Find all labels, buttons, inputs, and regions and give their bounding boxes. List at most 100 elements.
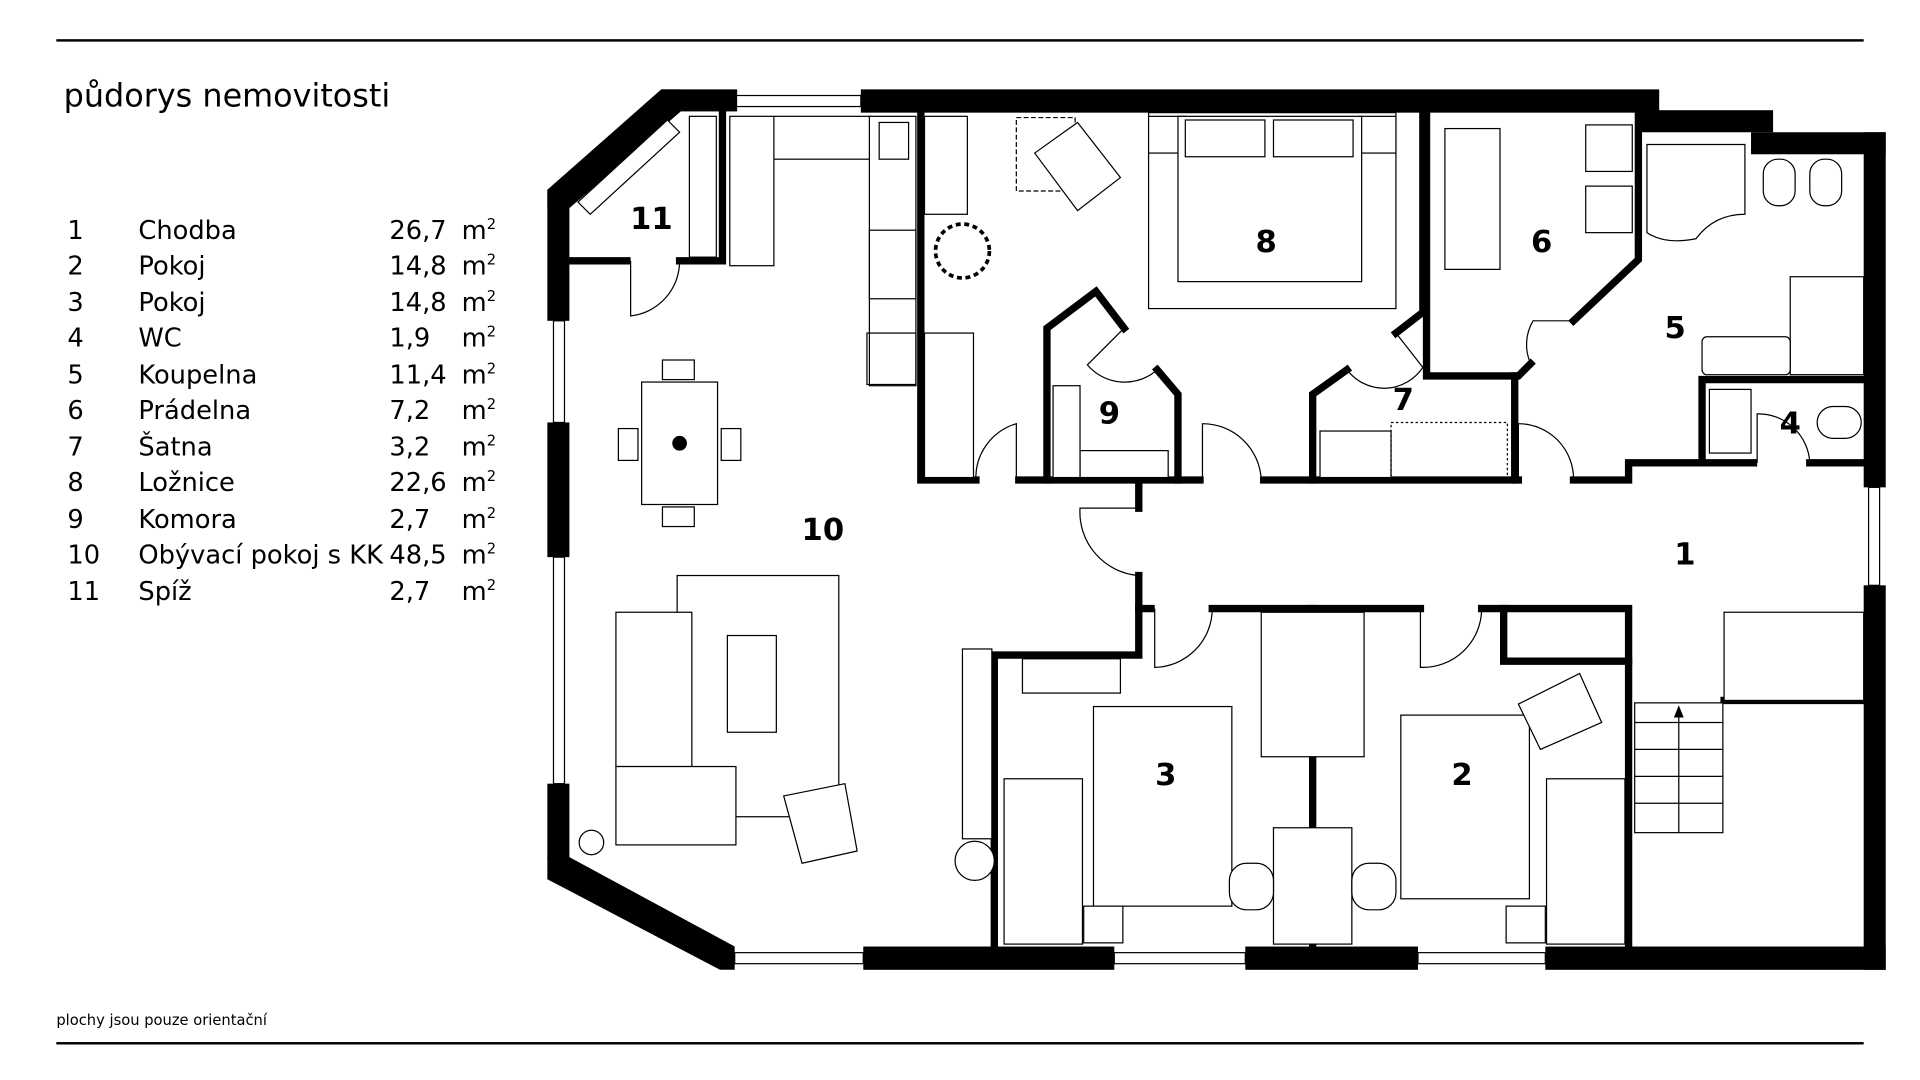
chair xyxy=(661,359,695,381)
area-unit: m2 xyxy=(462,504,496,533)
stairs xyxy=(1634,702,1724,834)
washing-machine xyxy=(1585,124,1633,173)
room-area: 2,7 xyxy=(389,504,431,534)
unit-text: m xyxy=(461,432,487,462)
sink-icon xyxy=(878,121,910,160)
unit-text: m xyxy=(461,360,487,390)
footer-note: plochy jsou pouze orientační xyxy=(56,1011,267,1029)
room-number: 6 xyxy=(67,395,84,425)
area-unit: m2 xyxy=(462,216,496,245)
door xyxy=(1154,608,1213,668)
kitchen-counter xyxy=(773,115,873,160)
door xyxy=(1079,507,1139,577)
door xyxy=(1419,608,1483,668)
room-number: 3 xyxy=(67,287,84,318)
pillow xyxy=(1184,119,1266,158)
dishwasher xyxy=(866,332,917,386)
window xyxy=(1867,486,1881,586)
unit-sup: 2 xyxy=(486,323,497,341)
unit-text: m xyxy=(461,251,487,281)
shower xyxy=(1789,276,1865,376)
room-area: 3,2 xyxy=(389,432,431,462)
armchair xyxy=(1517,672,1603,751)
bed xyxy=(1003,778,1084,945)
room-label-2: 2 xyxy=(1451,758,1472,793)
room-area: 26,7 xyxy=(389,215,447,245)
pillow xyxy=(1272,119,1354,158)
bed xyxy=(1545,778,1626,945)
area-unit: m2 xyxy=(462,396,496,425)
room-area: 2,7 xyxy=(389,576,431,607)
door xyxy=(975,422,1017,481)
shelf xyxy=(1079,450,1169,479)
unit-sup: 2 xyxy=(486,432,497,450)
desk xyxy=(1021,658,1122,694)
kitchen-counter xyxy=(868,115,917,387)
door xyxy=(1201,423,1262,481)
room-label-6: 6 xyxy=(1531,225,1552,260)
unit-text: m xyxy=(461,395,487,425)
kitchen-counter xyxy=(729,115,775,267)
unit-text: m xyxy=(461,576,487,607)
wardrobe xyxy=(923,115,968,215)
door xyxy=(1346,332,1424,389)
unit-sup: 2 xyxy=(486,504,497,522)
sofa xyxy=(615,611,693,768)
room-number: 4 xyxy=(67,323,84,353)
wardrobe xyxy=(1260,611,1365,758)
dining-table xyxy=(641,381,719,506)
room-name: Spíž xyxy=(138,576,192,607)
room-name: WC xyxy=(138,323,182,353)
window xyxy=(734,94,862,108)
nightstand xyxy=(1505,905,1546,944)
wardrobe xyxy=(923,332,975,479)
room-name: Obývací pokoj s KK xyxy=(138,540,383,570)
room-area: 1,9 xyxy=(389,323,431,353)
chair xyxy=(1351,862,1397,911)
wc-sink xyxy=(1708,388,1752,454)
desk xyxy=(1272,827,1353,945)
bed xyxy=(1400,714,1531,900)
room-label-8: 8 xyxy=(1255,225,1276,260)
armchair xyxy=(782,782,858,864)
room-name: Pokoj xyxy=(138,251,206,281)
coffee-table xyxy=(726,634,777,733)
bath-sink xyxy=(1701,336,1791,376)
plant-icon xyxy=(933,222,992,280)
room-area: 22,6 xyxy=(389,467,447,498)
unit-sup: 2 xyxy=(486,215,497,233)
room-area: 14,8 xyxy=(389,287,447,318)
outer-walls xyxy=(547,89,1886,970)
stove-icon xyxy=(868,229,917,300)
room-number: 2 xyxy=(67,251,84,281)
bathtub xyxy=(1646,143,1746,242)
room-name: Šatna xyxy=(138,432,213,462)
chair xyxy=(661,506,695,528)
sofa xyxy=(615,765,737,846)
chair xyxy=(720,427,742,462)
room-area: 11,4 xyxy=(389,360,447,390)
window xyxy=(734,952,864,965)
room-label-3: 3 xyxy=(1155,758,1176,793)
room-number: 10 xyxy=(67,540,101,570)
door xyxy=(1525,320,1574,364)
room-area: 48,5 xyxy=(389,540,447,570)
unit-text: m xyxy=(461,504,487,534)
pantry-shelf xyxy=(688,115,717,258)
room-number: 9 xyxy=(67,504,84,534)
shelf xyxy=(1319,430,1392,479)
window xyxy=(1417,952,1546,965)
toilet xyxy=(1762,158,1796,207)
lamp xyxy=(578,829,605,856)
door xyxy=(1517,423,1575,481)
bottom-divider xyxy=(56,1042,1864,1044)
unit-text: m xyxy=(461,287,487,318)
chair xyxy=(1228,862,1275,911)
area-unit: m2 xyxy=(462,577,496,606)
room-label-10: 10 xyxy=(802,513,845,548)
furniture xyxy=(577,112,1865,945)
room-area: 14,8 xyxy=(389,251,447,281)
laundry-basket xyxy=(954,840,995,882)
unit-text: m xyxy=(461,323,487,353)
